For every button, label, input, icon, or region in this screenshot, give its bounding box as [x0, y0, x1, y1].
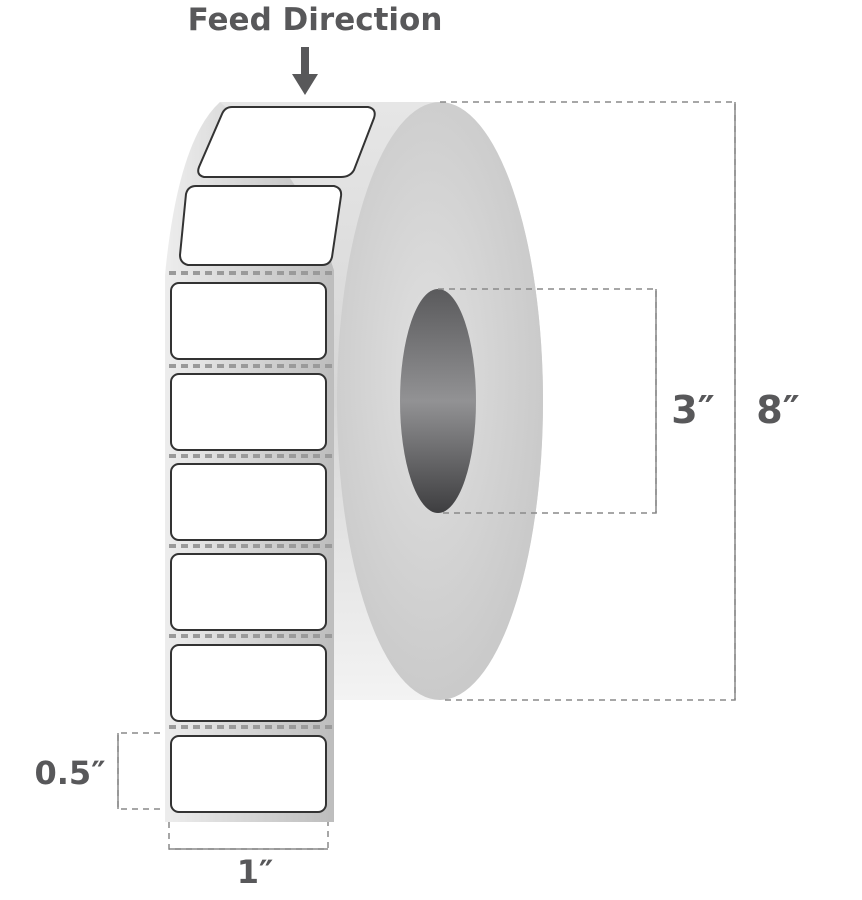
- label-item: [170, 373, 327, 451]
- label-curved-second: [178, 185, 343, 266]
- label-curved-top: [197, 106, 376, 178]
- label-item: [170, 553, 327, 631]
- label-item: [170, 282, 327, 360]
- label-width-guide: [168, 822, 329, 850]
- label-item: [170, 644, 327, 722]
- label-height-label: 0.5″: [35, 754, 106, 792]
- perforations: [169, 271, 332, 729]
- label-item: [170, 463, 327, 541]
- feed-direction-label: Feed Direction: [188, 2, 443, 38]
- roll-diameter-label: 8″: [756, 388, 799, 432]
- label-width-label: 1″: [237, 853, 274, 891]
- dimension-bars: [117, 102, 736, 850]
- curved-labels: [178, 106, 376, 266]
- core-diameter-label: 3″: [671, 388, 714, 432]
- flat-labels: [170, 282, 327, 813]
- core-hole: [400, 289, 476, 513]
- feed-arrow-icon: [292, 47, 318, 95]
- label-item: [170, 735, 327, 813]
- label-height-guide: [117, 732, 160, 810]
